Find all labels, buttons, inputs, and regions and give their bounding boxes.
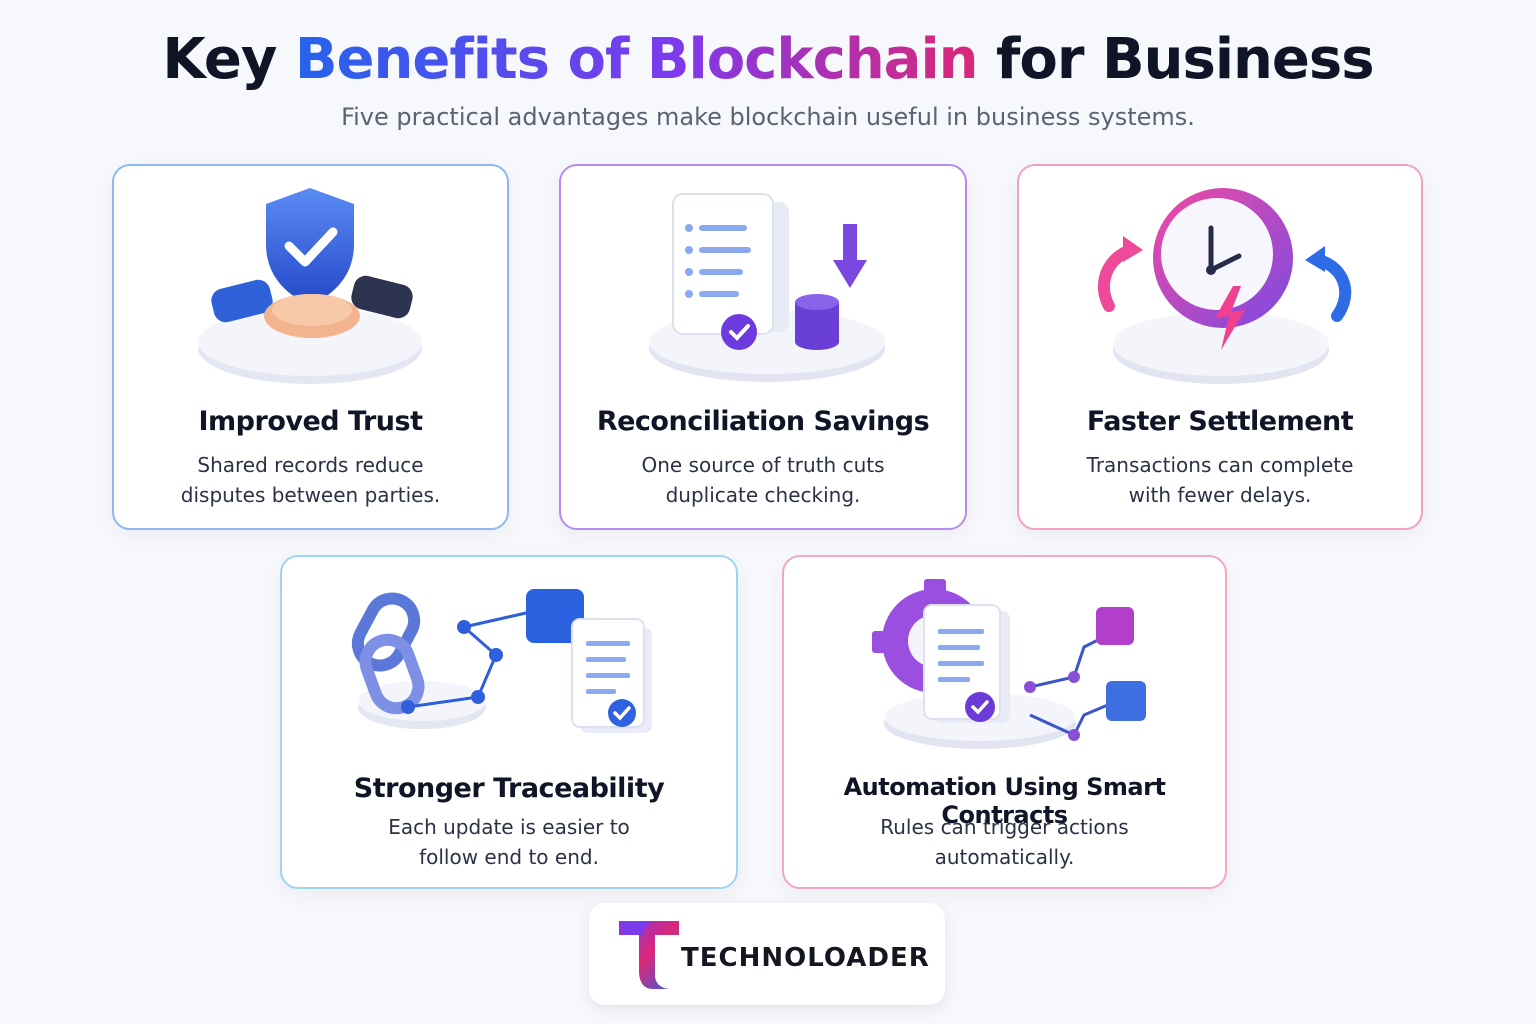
- card-description-line-2: disputes between parties.: [180, 483, 441, 507]
- card-description-line-1: Each update is easier to: [388, 815, 630, 839]
- card-description-line-1: One source of truth cuts: [641, 453, 885, 477]
- card-reconciliation-savings: Reconciliation Savings One source of tru…: [559, 164, 967, 530]
- title-part-1: Key: [162, 27, 277, 92]
- clock-lightning-icon: [1098, 188, 1352, 384]
- card-description: One source of truth cuts duplicate check…: [561, 450, 965, 510]
- title-part-3: for Business: [996, 27, 1375, 92]
- card-faster-settlement: Faster Settlement Transactions can compl…: [1017, 164, 1423, 530]
- card-description-line-2: follow end to end.: [419, 845, 599, 869]
- card-stronger-traceability: Stronger Traceability Each update is eas…: [280, 555, 738, 889]
- page-title: Key Benefits of Blockchain for Business: [0, 22, 1536, 98]
- card-title: Automation Using Smart Contracts: [843, 773, 1166, 829]
- card-description-line-1: Transactions can complete: [1086, 453, 1354, 477]
- gear-contract-icon: [872, 579, 1146, 749]
- card-automation-smart-contracts: Automation Using Smart Contracts Rules c…: [782, 555, 1227, 889]
- card-description-line-2: with fewer delays.: [1128, 483, 1312, 507]
- card-description: Shared records reduce disputes between p…: [114, 450, 507, 510]
- card-title: Faster Settlement: [1086, 406, 1354, 437]
- card-description-line-2: automatically.: [934, 845, 1075, 869]
- card-description-line-1: Shared records reduce: [197, 453, 424, 477]
- technoloader-logo-icon: [619, 921, 679, 989]
- card-description: Rules can trigger actions automatically.: [784, 812, 1225, 872]
- card-description-line-1: Rules can trigger actions: [880, 815, 1129, 839]
- card-description-line-2: duplicate checking.: [665, 483, 861, 507]
- card-title: Improved Trust: [198, 406, 423, 437]
- card-description: Transactions can complete with fewer del…: [1019, 450, 1421, 510]
- card-improved-trust: Improved Trust Shared records reduce dis…: [112, 164, 509, 530]
- brand-logo: TECHNOLOADER: [589, 903, 945, 1005]
- shield-handshake-icon: [198, 188, 422, 384]
- chain-block-document-icon: [351, 589, 652, 733]
- title-part-2: Benefits of Blockchain: [294, 27, 979, 92]
- card-title: Reconciliation Savings: [596, 406, 930, 437]
- card-description: Each update is easier to follow end to e…: [282, 812, 736, 872]
- documents-coins-icon: [649, 193, 885, 382]
- page-subtitle: Five practical advantages make blockchai…: [341, 103, 1195, 131]
- brand-name: TECHNOLOADER: [681, 943, 930, 973]
- card-title: Stronger Traceability: [353, 773, 665, 804]
